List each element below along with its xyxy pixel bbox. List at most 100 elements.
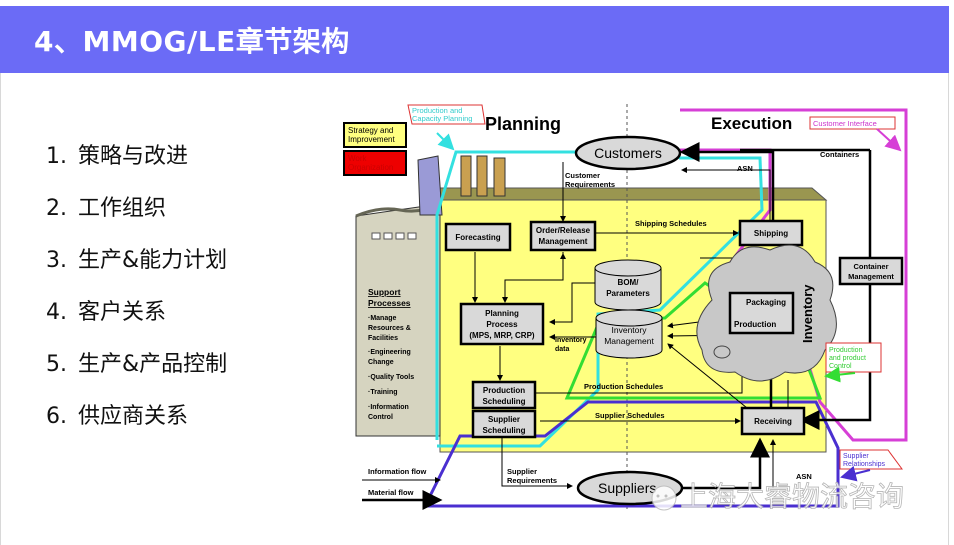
support-title-line1: Support bbox=[368, 287, 401, 297]
chapter-number: 3. bbox=[46, 248, 67, 273]
chapter-label: 客户关系 bbox=[78, 300, 167, 325]
inventory-management-line1: Inventory bbox=[612, 325, 648, 335]
wechat-icon bbox=[651, 485, 677, 511]
receiving-box: Receiving bbox=[740, 406, 806, 436]
planning-process-line1: Planning bbox=[485, 309, 519, 318]
support-items: ·Manage Resources & Facilities ·Engineer… bbox=[368, 315, 414, 421]
callout-customer-interface bbox=[809, 116, 896, 130]
callout-production-control-line3: Control bbox=[829, 363, 852, 370]
production-scheduling-box: Production Scheduling bbox=[471, 380, 537, 410]
asn-bottom-label: ASN bbox=[796, 472, 812, 481]
chapter-number: 2. bbox=[46, 196, 67, 221]
office-windows bbox=[371, 232, 417, 240]
chapter-item: 5. 生产&产品控制 bbox=[46, 346, 227, 398]
support-item: ·Information bbox=[368, 404, 409, 411]
callout-production-control-line1: Production bbox=[829, 347, 863, 354]
chapter-label: 策略与改进 bbox=[78, 144, 189, 169]
support-item: Facilities bbox=[368, 335, 398, 342]
page-title: 4、MMOG/LE章节架构 bbox=[34, 25, 350, 58]
chimneys bbox=[460, 155, 506, 197]
shipping-label: Shipping bbox=[754, 229, 788, 238]
packaging-label: Packaging bbox=[746, 298, 786, 307]
order-release-box: Order/Release Management bbox=[529, 220, 597, 252]
information-flow-label: Information flow bbox=[368, 467, 426, 476]
supplier-requirements-line1: Supplier bbox=[507, 467, 537, 476]
container-management-line1: Container bbox=[853, 262, 888, 271]
container-management-line2: Management bbox=[848, 272, 894, 281]
callout-production-capacity-line2: Capacity Planning bbox=[412, 114, 472, 123]
chapter-list: 1. 策略与改进 2. 工作组织 3. 生产&能力计划 4. 客户关系 5. 生产&产品控… bbox=[46, 138, 227, 450]
chapter-number: 4. bbox=[46, 300, 67, 325]
callout-production-control-line2: and product bbox=[829, 355, 866, 362]
support-item: Resources & bbox=[368, 325, 411, 332]
title-bar: 4、MMOG/LE章节架构 bbox=[0, 6, 949, 73]
production-control-arrow bbox=[824, 366, 856, 383]
forecasting-label: Forecasting bbox=[455, 233, 500, 242]
chapter-number: 6. bbox=[46, 404, 67, 429]
chapter-label: 生产&能力计划 bbox=[78, 248, 228, 273]
production-schedules-label: Production Schedules bbox=[584, 382, 663, 391]
watermark-text: 上海大睿物流咨询 bbox=[680, 480, 904, 513]
chapter-item: 2. 工作组织 bbox=[46, 190, 227, 242]
inventory-data-line1: Inventory bbox=[555, 337, 587, 344]
planning-process-box: Planning Process (MPS, MRP, CRP) bbox=[459, 302, 545, 346]
slide-border-right bbox=[948, 73, 949, 545]
chapter-label: 生产&产品控制 bbox=[78, 352, 228, 377]
support-item: ·Manage bbox=[368, 315, 397, 322]
chapter-item: 1. 策略与改进 bbox=[46, 138, 227, 190]
watermark: 上海大睿物流咨询 bbox=[651, 480, 904, 513]
callout-supplier-relationships-line1: Supplier bbox=[843, 453, 869, 460]
bom-line2: Parameters bbox=[606, 289, 650, 298]
supplier-requirements-line2: Requirements bbox=[507, 476, 557, 485]
callout-customer-interface-text: Customer Interface bbox=[813, 119, 877, 128]
bom-line1: BOM/ bbox=[618, 278, 640, 287]
material-flow-label: Material flow bbox=[368, 488, 414, 497]
tower-building bbox=[417, 155, 443, 216]
shipping-box: Shipping bbox=[738, 219, 804, 247]
receiving-label: Receiving bbox=[754, 417, 792, 426]
chapter-number: 5. bbox=[46, 352, 67, 377]
legend-work-line1: Work bbox=[348, 154, 368, 163]
office-building bbox=[355, 203, 441, 437]
chapter-number: 1. bbox=[46, 144, 67, 169]
asn-top-label: ASN bbox=[737, 164, 753, 173]
support-title-line2: Processes bbox=[368, 298, 411, 308]
supplier-scheduling-line2: Scheduling bbox=[482, 426, 525, 435]
production-scheduling-line1: Production bbox=[483, 386, 525, 395]
customer-requirements-line1: Customer bbox=[565, 171, 600, 180]
customers-label: Customers bbox=[594, 145, 662, 161]
callout-supplier-relationships-line2: Relationships bbox=[843, 461, 886, 468]
inventory-cloud-label: Inventory bbox=[800, 284, 815, 343]
support-item: ·Engineering bbox=[368, 349, 411, 356]
callout-production-capacity bbox=[407, 104, 486, 125]
supplier-scheduling-line1: Supplier bbox=[488, 415, 520, 424]
support-item: ·Quality Tools bbox=[368, 374, 414, 381]
suppliers-label: Suppliers bbox=[598, 480, 656, 496]
packaging-production-box: Packaging Production bbox=[728, 291, 795, 335]
chapter-item: 6. 供应商关系 bbox=[46, 398, 227, 450]
inventory-management-line2: Management bbox=[604, 336, 654, 346]
chapter-label: 供应商关系 bbox=[78, 404, 189, 429]
slide-border-left bbox=[0, 73, 1, 545]
callout-production-capacity-arrow bbox=[436, 132, 455, 151]
execution-heading: Execution bbox=[711, 114, 792, 133]
shipping-schedules-label: Shipping Schedules bbox=[635, 219, 707, 228]
support-item: Control bbox=[368, 414, 393, 421]
legend-work-line2: Organization bbox=[348, 163, 393, 172]
containers-label: Containers bbox=[820, 150, 859, 159]
supplier-relationships-arrow bbox=[840, 465, 871, 482]
container-management-box: Container Management bbox=[838, 256, 904, 286]
top-margin bbox=[0, 0, 954, 6]
production-scheduling-line2: Scheduling bbox=[482, 397, 525, 406]
callout-supplier-relationships bbox=[839, 449, 903, 470]
customer-requirements-line2: Requirements bbox=[565, 180, 615, 189]
support-item: ·Training bbox=[368, 389, 398, 396]
customer-interface-arrow bbox=[876, 128, 902, 152]
order-release-line2: Management bbox=[539, 237, 588, 246]
bom-parameters-db: BOM/ Parameters bbox=[594, 259, 662, 311]
chapter-label: 工作组织 bbox=[78, 196, 167, 221]
legend-strategy-box bbox=[343, 122, 407, 148]
forecasting-box: Forecasting bbox=[444, 222, 512, 252]
planning-heading: Planning bbox=[485, 114, 561, 134]
